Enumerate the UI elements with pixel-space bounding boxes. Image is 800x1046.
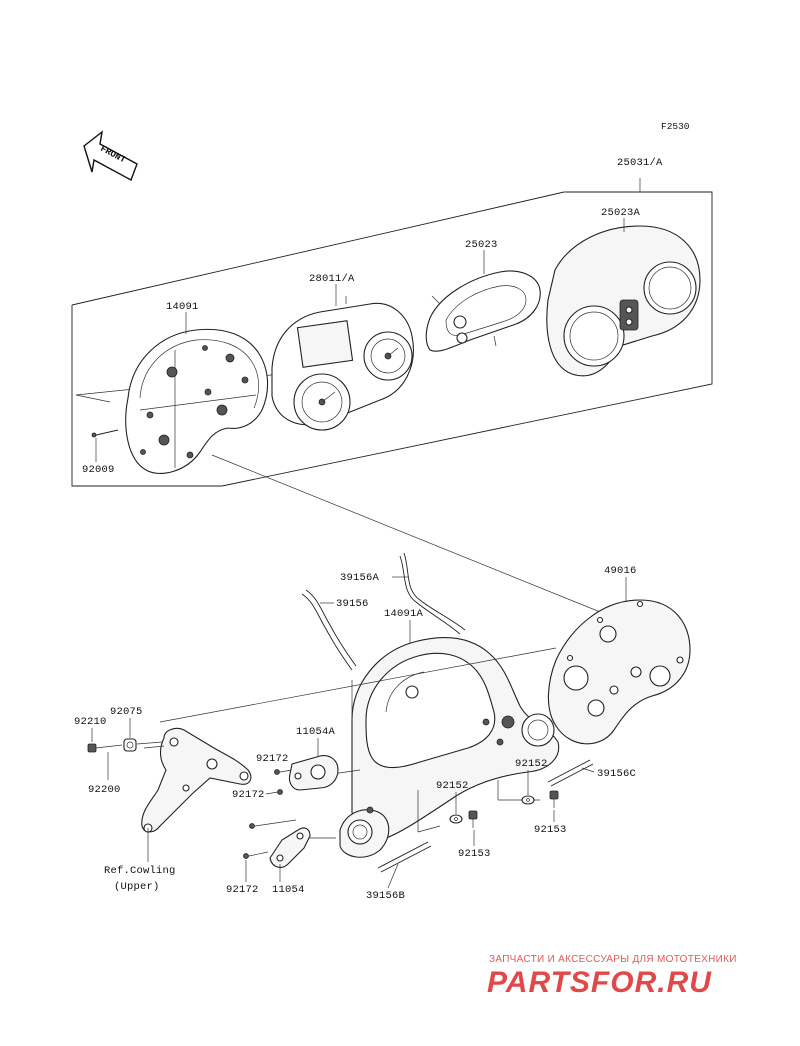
label-92172-2: 92172 <box>232 789 265 801</box>
screw-92009 <box>91 429 119 438</box>
screw-92172-c <box>249 819 297 829</box>
label-28011a: 28011/A <box>309 273 355 285</box>
collar-92075 <box>123 738 163 752</box>
leader-case-plate <box>211 454 621 621</box>
label-14091: 14091 <box>166 301 199 313</box>
meter-plate <box>547 599 691 745</box>
watermark: ЗАПЧАСТИ И АКСЕССУАРЫ ДЛЯ МОТОТЕХНИКИ PA… <box>487 954 737 999</box>
label-39156b: 39156B <box>366 890 405 902</box>
label-92172-1: 92172 <box>256 753 289 765</box>
label-92153-2: 92153 <box>534 824 567 836</box>
label-11054a: 11054A <box>296 726 336 738</box>
label-92210: 92210 <box>74 716 107 728</box>
label-49016: 49016 <box>604 565 637 577</box>
front-direction-arrow: FRONT <box>83 130 138 181</box>
label-92152-1: 92152 <box>436 780 469 792</box>
meter-unit <box>271 296 414 431</box>
label-92152-2: 92152 <box>515 758 548 770</box>
bolt-92210-leader <box>95 744 123 749</box>
bolt-92153-right <box>549 790 559 808</box>
label-92009: 92009 <box>82 464 115 476</box>
tape-39156c <box>547 759 594 787</box>
meter-lens-cover <box>546 225 701 377</box>
washer-92152-center <box>449 814 463 824</box>
watermark-brand: PARTSFOR.RU <box>487 966 712 999</box>
screw-92172-a <box>274 769 293 775</box>
label-92075: 92075 <box>110 706 143 718</box>
leader-39156b <box>387 863 399 889</box>
label-25023: 25023 <box>465 239 498 251</box>
label-39156: 39156 <box>336 598 369 610</box>
bolt-92153-center <box>468 810 478 828</box>
label-25023a: 25023A <box>601 207 641 219</box>
diagram-code: F2530 <box>661 121 690 132</box>
label-39156c: 39156C <box>597 768 636 780</box>
label-39156a: 39156A <box>340 572 380 584</box>
screw-92172-b <box>277 789 283 795</box>
leader-39156c <box>581 767 595 773</box>
ref-cowling-label: Ref.Cowling <box>104 865 176 877</box>
label-25031a: 25031/A <box>617 157 663 169</box>
meter-bracket-left <box>141 727 252 862</box>
screw-92172-d <box>243 851 269 859</box>
meter-cover <box>425 270 541 352</box>
bracket-11054a <box>288 755 339 791</box>
bolt-92210 <box>87 743 97 753</box>
meter-case-rear <box>125 328 269 474</box>
tape-39156a <box>399 552 466 635</box>
tape-39156b <box>377 841 432 873</box>
meter-case-front <box>339 637 560 858</box>
ref-cowling-sublabel: (Upper) <box>114 881 160 893</box>
label-92200: 92200 <box>88 784 121 796</box>
leader-92172-2 <box>265 791 279 795</box>
label-11054: 11054 <box>272 884 305 896</box>
tape-39156 <box>301 589 357 671</box>
watermark-tagline: ЗАПЧАСТИ И АКСЕССУАРЫ ДЛЯ МОТОТЕХНИКИ <box>489 954 737 965</box>
label-92172-3: 92172 <box>226 884 259 896</box>
label-14091a: 14091A <box>384 608 424 620</box>
bracket-11054 <box>269 827 311 868</box>
washer-92152-right <box>521 795 535 805</box>
label-92153-1: 92153 <box>458 848 491 860</box>
